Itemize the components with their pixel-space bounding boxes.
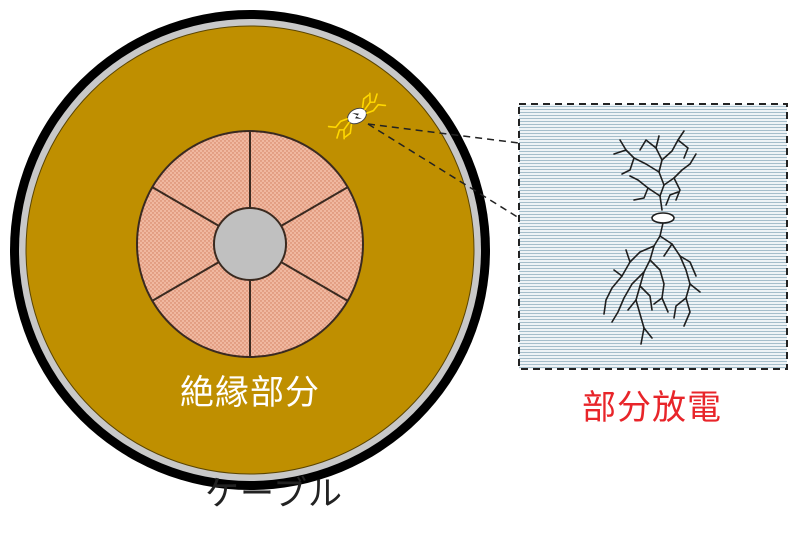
cable-label: ケーブル xyxy=(205,474,343,514)
electrical-treeing xyxy=(603,130,701,345)
zoom-box xyxy=(518,103,788,370)
zoom-inset xyxy=(518,103,788,370)
lightning-spark-icon xyxy=(327,92,387,140)
cable-cross-section xyxy=(10,10,490,490)
conductor-core xyxy=(213,207,287,281)
zoom-callout-lines xyxy=(367,123,520,219)
insulation-label: 絶縁部分 xyxy=(180,373,320,413)
strand-dividers xyxy=(151,131,349,357)
conductor xyxy=(136,130,364,358)
partial-discharge-label: 部分放電 xyxy=(582,388,722,428)
